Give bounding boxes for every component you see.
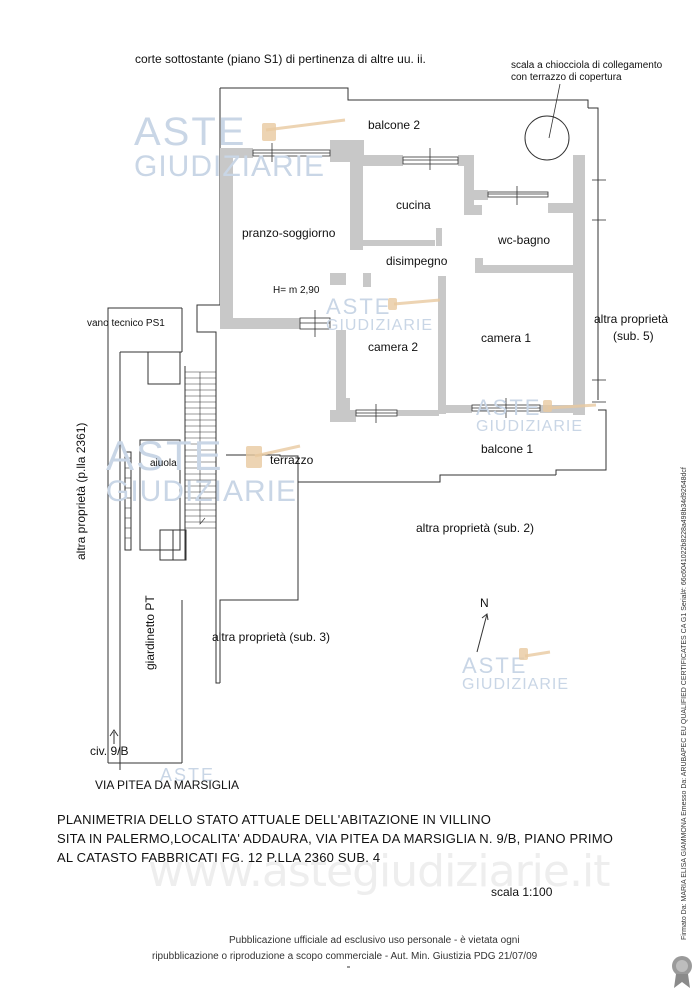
walls <box>220 140 585 422</box>
room-label-pranzo-soggiorno: pranzo-soggiorno <box>242 226 336 240</box>
seal-icon <box>672 956 692 988</box>
watermark-logo: ASTE GIUDIZIARIE <box>326 294 434 334</box>
watermark-logo: ASTE GIUDIZIARIE <box>462 653 570 693</box>
title-line-1: PLANIMETRIA DELLO STATO ATTUALE DELL'ABI… <box>57 812 492 827</box>
room-label-wc-bagno: wc-bagno <box>498 233 551 247</box>
room-label-vano-tecnico: vano tecnico PS1 <box>87 318 165 329</box>
windows <box>252 143 606 423</box>
room-label-disimpegno: disimpegno <box>386 254 448 268</box>
title-line-3: AL CATASTO FABBRICATI FG. 12 P.LLA 2360 … <box>57 850 381 865</box>
room-label-giardinetto: giardinetto PT <box>143 595 157 670</box>
civic-number: civ. 9/B <box>90 744 129 758</box>
title-line-2: SITA IN PALERMO,LOCALITA' ADDAURA, VIA P… <box>57 831 614 846</box>
footer-note-2: ripubblicazione o riproduzione a scopo c… <box>152 951 538 962</box>
north-label: N <box>480 596 489 610</box>
outer-outline <box>220 87 589 108</box>
room-label-camera1: camera 1 <box>481 331 532 345</box>
watermark-logo: ASTE GIUDIZIARIE <box>106 432 298 508</box>
scale-label: scala 1:100 <box>491 885 553 899</box>
spiral-stair-note: con terrazzo di copertura <box>511 72 622 83</box>
neighbor-sub5: altra proprietà <box>594 312 669 326</box>
digital-signature: Firmato Da: MARIA ELISA GIAMMONA Emesso … <box>681 467 688 940</box>
neighbor-sub3: altra proprietà (sub. 3) <box>212 630 331 644</box>
entrance-arrow <box>109 729 119 744</box>
room-label-balcone1: balcone 1 <box>481 442 534 456</box>
watermark-logo: ASTE <box>160 765 216 785</box>
room-label-balcone2: balcone 2 <box>368 118 421 132</box>
room-label-aiuola: aiuola <box>150 458 177 469</box>
street-name: VIA PITEA DA MARSIGLIA <box>95 778 240 792</box>
website-watermark: www.astegiudiziarie.it <box>148 846 610 897</box>
room-label-terrazzo: terrazzo <box>270 453 314 467</box>
stair-treads <box>185 371 216 529</box>
ceiling-height: H= m 2,90 <box>273 285 320 296</box>
left-strip <box>107 307 182 763</box>
room-label-cucina: cucina <box>396 198 431 212</box>
neighbor-sub2: altra proprietà (sub. 2) <box>416 521 535 535</box>
courtyard-label: corte sottostante (piano S1) di pertinen… <box>135 52 426 66</box>
footer-note-1: Pubblicazione ufficiale ad esclusivo uso… <box>229 935 520 946</box>
watermark-logo: ASTE GIUDIZIARIE <box>134 110 326 183</box>
room-label-camera2: camera 2 <box>368 340 419 354</box>
spiral-stair <box>524 115 570 161</box>
north-arrow <box>476 613 489 653</box>
neighbor-sub5-code: (sub. 5) <box>613 329 654 343</box>
left-stair-treads <box>125 457 131 539</box>
spiral-stair-note: scala a chiocciola di collegamento <box>511 60 663 71</box>
watermark-logo: ASTE GIUDIZIARIE <box>476 395 584 435</box>
neighbor-plla2361: altra proprietà (p.lla 2361) <box>74 422 88 560</box>
